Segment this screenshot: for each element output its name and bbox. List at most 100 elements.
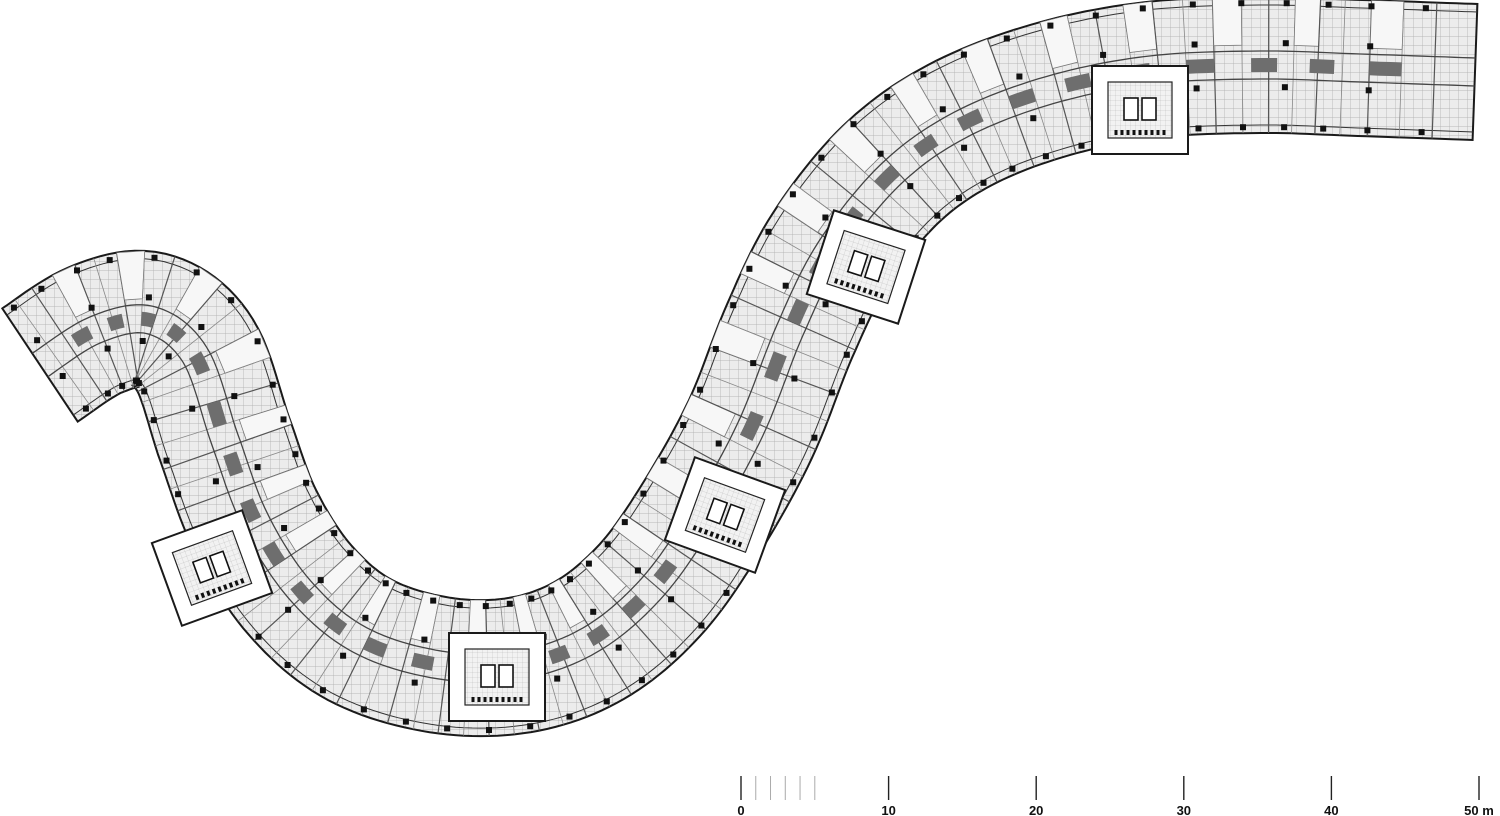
column bbox=[104, 345, 111, 352]
partition-wall bbox=[986, 38, 1035, 167]
column bbox=[1193, 85, 1200, 92]
corridor-segment bbox=[1064, 73, 1092, 93]
column bbox=[548, 587, 555, 594]
column bbox=[506, 600, 513, 607]
column bbox=[1191, 41, 1198, 48]
corridor-segment bbox=[653, 559, 678, 585]
lift-shaft bbox=[1141, 97, 1157, 121]
corridor-segment bbox=[621, 594, 646, 619]
partition-wall bbox=[592, 551, 690, 648]
column bbox=[430, 597, 437, 604]
partition-wall bbox=[137, 250, 146, 387]
stair-tread bbox=[489, 697, 493, 702]
lift-shaft bbox=[722, 503, 746, 531]
building-footprint bbox=[0, 0, 1479, 738]
column bbox=[1418, 129, 1425, 136]
partition-wall bbox=[135, 303, 242, 389]
stair-tread bbox=[834, 278, 839, 284]
column bbox=[1283, 0, 1290, 7]
column bbox=[316, 505, 322, 512]
column bbox=[74, 267, 80, 274]
column bbox=[340, 652, 347, 659]
column bbox=[331, 530, 338, 537]
stair-hall bbox=[464, 648, 530, 706]
column bbox=[119, 382, 126, 389]
column bbox=[1364, 127, 1371, 134]
lift-shaft bbox=[208, 550, 232, 578]
lift-shaft bbox=[1123, 97, 1139, 121]
scale-bar-label: 30 bbox=[1177, 803, 1191, 816]
column bbox=[1367, 43, 1374, 50]
corridor-segment bbox=[141, 311, 157, 328]
column bbox=[730, 302, 737, 309]
column bbox=[604, 541, 611, 548]
column bbox=[822, 301, 829, 308]
column bbox=[782, 282, 789, 289]
corridor-segment bbox=[262, 541, 286, 567]
partition-wall bbox=[437, 598, 456, 734]
column bbox=[754, 460, 761, 467]
column bbox=[765, 228, 772, 235]
partition-wall bbox=[602, 539, 707, 630]
stair-tread bbox=[703, 529, 709, 535]
stair-tread bbox=[839, 279, 845, 286]
column bbox=[34, 337, 41, 344]
partition-wall bbox=[869, 102, 955, 210]
floor-slab bbox=[0, 0, 1479, 738]
corridor-segment bbox=[548, 644, 571, 665]
corridor-segment bbox=[106, 313, 125, 332]
core bbox=[1091, 65, 1189, 155]
corridor-segment bbox=[764, 351, 787, 382]
stair-tread bbox=[211, 588, 217, 595]
column bbox=[1003, 35, 1010, 42]
column bbox=[382, 580, 389, 587]
column bbox=[163, 457, 170, 464]
column bbox=[1195, 125, 1202, 132]
column bbox=[680, 422, 687, 428]
corridor-segment bbox=[362, 636, 388, 658]
column bbox=[980, 179, 987, 186]
column bbox=[818, 154, 825, 161]
stair-tread bbox=[868, 289, 873, 295]
column bbox=[193, 269, 200, 276]
column bbox=[638, 677, 645, 684]
partition-wall bbox=[74, 264, 125, 392]
column bbox=[1189, 1, 1196, 8]
column bbox=[750, 360, 757, 367]
column bbox=[527, 723, 534, 730]
column bbox=[1047, 22, 1054, 29]
stair-tread bbox=[234, 580, 239, 586]
column bbox=[1009, 165, 1016, 172]
column bbox=[281, 525, 288, 531]
stair-tread bbox=[217, 586, 222, 593]
stair-hall bbox=[1107, 81, 1173, 139]
column bbox=[1281, 84, 1288, 91]
column bbox=[1042, 153, 1049, 160]
stair-tread bbox=[856, 285, 862, 292]
column bbox=[189, 405, 196, 412]
stair-tread bbox=[1138, 130, 1142, 135]
column bbox=[1365, 87, 1372, 94]
column bbox=[858, 318, 865, 325]
column bbox=[715, 440, 722, 447]
stair-tread bbox=[720, 535, 726, 542]
corridor-segment bbox=[739, 411, 764, 441]
column bbox=[1092, 12, 1099, 19]
partition-wall bbox=[569, 571, 653, 681]
column bbox=[254, 464, 261, 471]
column bbox=[486, 727, 492, 733]
column bbox=[615, 644, 622, 651]
corridor-segment bbox=[189, 351, 211, 376]
stair-tread bbox=[1144, 130, 1148, 135]
stair-tread bbox=[873, 291, 879, 297]
scale-bar-label: 0 bbox=[737, 803, 744, 816]
corridor-segment bbox=[874, 164, 901, 191]
column bbox=[791, 375, 798, 382]
core bbox=[448, 632, 546, 722]
corridor-segment bbox=[206, 400, 227, 428]
column bbox=[145, 294, 152, 301]
stair-tread bbox=[228, 582, 234, 588]
partition-wall bbox=[720, 320, 847, 372]
column bbox=[456, 602, 463, 609]
